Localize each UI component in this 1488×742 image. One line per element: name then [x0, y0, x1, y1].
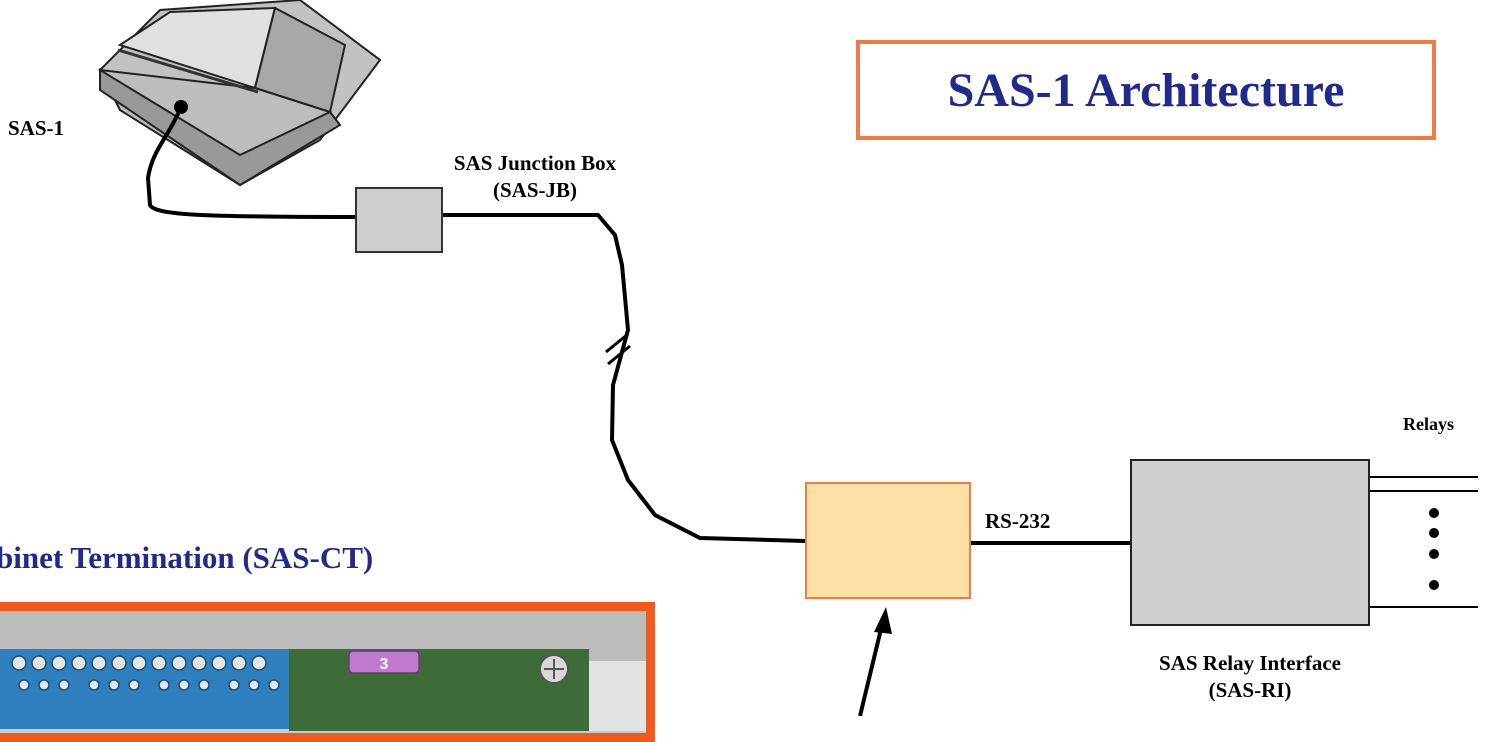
cable-break-mark	[605, 332, 629, 354]
relay-interface-label-line1: SAS Relay Interface	[1159, 651, 1341, 675]
sensor-label: SAS-1	[8, 116, 65, 140]
pointer-arrow-head	[874, 607, 892, 634]
rs232-label: RS-232	[985, 509, 1051, 533]
fuse-value: 3	[380, 656, 389, 673]
title-box: SAS-1 Architecture	[856, 40, 1436, 140]
sas1-sensor-icon	[98, 0, 382, 187]
junction-box	[355, 187, 443, 253]
relay-ellipsis-dot	[1429, 580, 1439, 590]
pointer-arrow-line	[858, 624, 884, 716]
cabinet-termination-photo: 3	[0, 602, 655, 742]
relay-ellipsis-dot	[1429, 508, 1439, 518]
junction-box-label-line1: SAS Junction Box	[453, 151, 617, 175]
relay-ellipsis-dot	[1429, 549, 1439, 559]
junction-box-label: SAS Junction Box (SAS-JB)	[400, 150, 670, 204]
relay-interface-label: SAS Relay Interface (SAS-RI)	[1100, 650, 1400, 704]
relays-label: Relays	[1403, 414, 1454, 434]
junction-box-label-line2: (SAS-JB)	[492, 178, 577, 202]
relay-interface-label-line2: (SAS-RI)	[1208, 678, 1292, 702]
diagram-title: SAS-1 Architecture	[947, 63, 1345, 117]
cable-jb-to-ct	[443, 213, 806, 543]
relay-interface-box	[1130, 459, 1370, 626]
cabinet-termination-box	[805, 482, 971, 599]
relay-ellipsis-dot	[1429, 528, 1439, 538]
cabinet-termination-heading: binet Termination (SAS-CT)	[0, 540, 374, 575]
terminal-block-photo: 3	[0, 611, 646, 731]
diagram-canvas	[98, 0, 1478, 716]
cable-break-mark	[607, 344, 631, 366]
cable-sensor-to-jb	[145, 106, 356, 219]
